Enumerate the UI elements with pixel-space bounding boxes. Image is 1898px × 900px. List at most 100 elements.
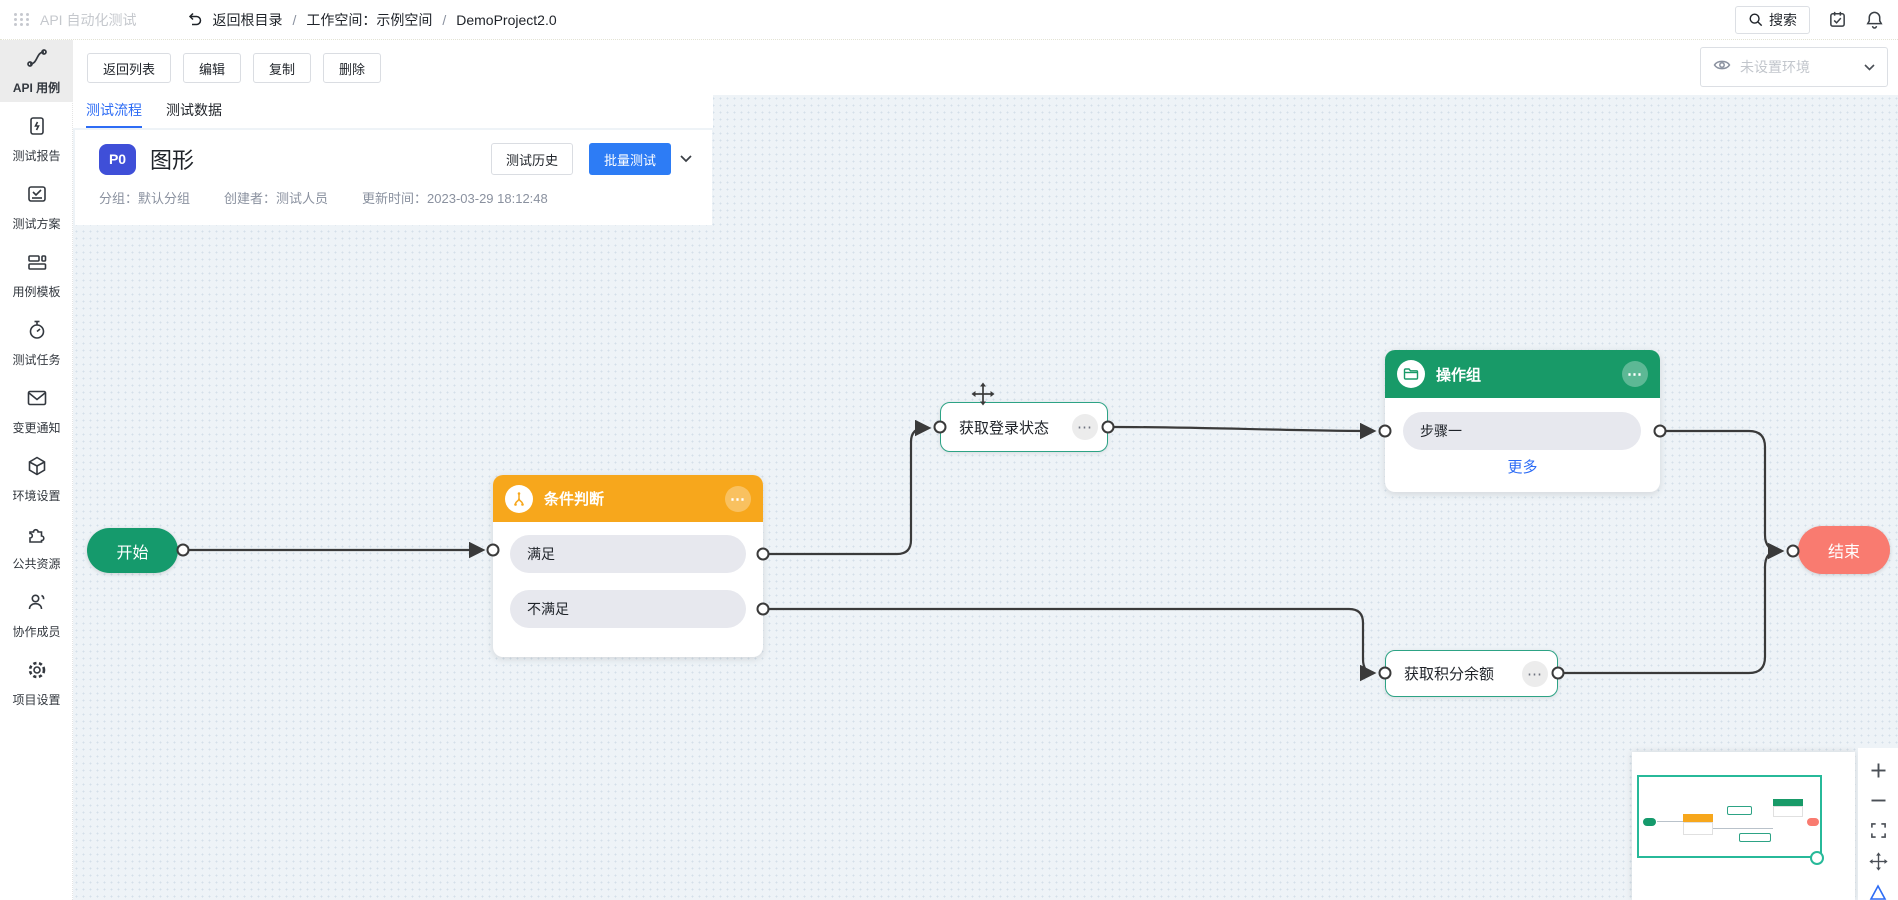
condition-branch-not-satisfied[interactable]: 不满足 — [510, 590, 746, 628]
sidebar-item-label: 环境设置 — [12, 488, 61, 503]
sidebar-item-shared-resources[interactable]: 公共资源 — [0, 516, 73, 578]
sidebar-item-env-settings[interactable]: 环境设置 — [0, 448, 73, 510]
sidebar-item-test-reports[interactable]: 测试报告 — [0, 108, 73, 170]
port-condition-out-satisfied[interactable] — [756, 547, 770, 561]
sidebar-item-api-cases[interactable]: API 用例 — [0, 40, 73, 102]
search-label: 搜索 — [1769, 11, 1797, 28]
group-node-menu-button[interactable]: ⋯ — [1622, 361, 1648, 387]
sidebar-item-label: 变更通知 — [12, 420, 61, 435]
flow-node-end[interactable]: 结束 — [1798, 526, 1890, 574]
zoom-out-button[interactable] — [1870, 792, 1887, 809]
delete-button[interactable]: 删除 — [323, 53, 382, 83]
tab-test-flow[interactable]: 测试流程 — [86, 95, 142, 128]
batch-test-dropdown-icon[interactable] — [680, 155, 692, 163]
condition-branch-satisfied[interactable]: 满足 — [510, 535, 746, 573]
api-node-label: 获取积分余额 — [1404, 666, 1495, 683]
env-cube-icon — [26, 455, 48, 482]
eye-icon — [1713, 58, 1731, 77]
port-login-out[interactable] — [1101, 420, 1115, 434]
gear-icon — [26, 659, 48, 686]
port-group-out[interactable] — [1653, 424, 1667, 438]
minimap[interactable] — [1632, 752, 1855, 900]
sidebar-item-label: 项目设置 — [12, 692, 61, 707]
pan-mode-button[interactable] — [1868, 852, 1888, 871]
group-more-link[interactable]: 更多 — [1507, 459, 1538, 476]
port-end-in[interactable] — [1786, 544, 1800, 558]
group-node-title: 操作组 — [1436, 366, 1482, 384]
breadcrumb-root-link[interactable]: 返回根目录 — [212, 11, 283, 28]
minimap-edge — [1657, 821, 1683, 822]
sidebar-item-label: 协作成员 — [12, 624, 61, 639]
sidebar-item-test-plans[interactable]: 测试方案 — [0, 176, 73, 238]
sidebar: API 用例 测试报告 测试方案 用例模板 测试任务 变更通知 环境设置 — [0, 40, 73, 900]
minimap-group-node — [1773, 799, 1803, 806]
move-cursor-icon — [971, 382, 995, 411]
tabs: 测试流程 测试数据 — [73, 95, 713, 128]
minimap-viewport[interactable] — [1637, 775, 1822, 858]
mail-icon — [26, 387, 48, 414]
bell-icon[interactable] — [1865, 10, 1884, 29]
minimap-points-node — [1739, 833, 1771, 842]
sidebar-item-label: 用例模板 — [12, 284, 61, 299]
flow-node-start[interactable]: 开始 — [87, 528, 178, 573]
flow-node-get-login-status[interactable]: 获取登录状态 ⋯ — [940, 402, 1108, 452]
folder-icon — [1397, 360, 1425, 388]
port-condition-in[interactable] — [486, 543, 500, 557]
flow-edges — [189, 419, 1785, 682]
search-button[interactable]: 搜索 — [1735, 5, 1810, 34]
plan-icon — [26, 183, 48, 210]
minimap-end-node — [1807, 818, 1819, 826]
batch-test-button[interactable]: 批量测试 — [588, 143, 671, 175]
breadcrumb-workspace[interactable]: 工作空间：示例空间 — [306, 11, 433, 28]
step-label: 步骤一 — [1420, 423, 1462, 439]
app-launcher-icon[interactable] — [14, 13, 30, 26]
minimap-condition-node — [1683, 814, 1713, 822]
case-updated-time: 更新时间：2023-03-29 18:12:48 — [362, 191, 548, 206]
condition-node-menu-button[interactable]: ⋯ — [725, 485, 751, 512]
copy-button[interactable]: 复制 — [253, 53, 312, 83]
case-info-card: P0 图形 测试历史 批量测试 分组：默认分组 创建者：测试人员 更新时间：20… — [75, 130, 712, 225]
environment-selector[interactable]: 未设置环境 — [1700, 47, 1888, 87]
test-history-button[interactable]: 测试历史 — [490, 143, 573, 175]
sidebar-item-test-tasks[interactable]: 测试任务 — [0, 312, 73, 374]
port-condition-out-not-satisfied[interactable] — [756, 602, 770, 616]
minimap-start-node — [1643, 818, 1656, 826]
edit-button[interactable]: 编辑 — [183, 53, 242, 83]
back-to-list-button[interactable]: 返回列表 — [87, 53, 172, 83]
chevron-down-icon — [1864, 58, 1875, 76]
group-step-1[interactable]: 步骤一 — [1403, 412, 1641, 450]
sidebar-item-case-templates[interactable]: 用例模板 — [0, 244, 73, 306]
auto-layout-button[interactable] — [1869, 884, 1887, 900]
task-calendar-icon[interactable] — [1828, 10, 1847, 29]
toolbar: 返回列表 编辑 复制 删除 未设置环境 — [73, 40, 1898, 95]
start-node-label: 开始 — [116, 544, 149, 562]
end-node-label: 结束 — [1827, 544, 1860, 561]
port-start-out[interactable] — [176, 543, 190, 557]
flow-node-action-group[interactable]: 操作组 ⋯ 步骤一 更多 — [1385, 350, 1660, 492]
tab-test-data[interactable]: 测试数据 — [166, 102, 222, 118]
puzzle-icon — [26, 523, 48, 550]
minimap-login-node — [1727, 806, 1752, 815]
timer-icon — [26, 319, 48, 346]
flow-node-condition[interactable]: 条件判断 ⋯ 满足 不满足 — [493, 475, 763, 657]
minimap-resize-handle[interactable] — [1810, 851, 1824, 865]
zoom-in-button[interactable] — [1870, 762, 1887, 779]
flow-node-get-points-balance[interactable]: 获取积分余额 ⋯ — [1385, 650, 1558, 697]
breadcrumb-project[interactable]: DemoProject2.0 — [456, 11, 557, 28]
fit-screen-button[interactable] — [1870, 822, 1887, 839]
port-points-in[interactable] — [1378, 666, 1392, 680]
login-node-menu-button[interactable]: ⋯ — [1072, 414, 1098, 440]
sidebar-item-change-notice[interactable]: 变更通知 — [0, 380, 73, 442]
flow-canvas[interactable]: 测试流程 测试数据 P0 图形 测试历史 批量测试 分组：默认分组 创建者：测试… — [73, 95, 1898, 900]
port-group-in[interactable] — [1378, 424, 1392, 438]
undo-icon — [186, 12, 202, 28]
port-points-out[interactable] — [1551, 666, 1565, 680]
port-login-in[interactable] — [933, 420, 947, 434]
topbar-right: 搜索 — [1735, 5, 1898, 34]
case-title: 图形 — [150, 148, 195, 173]
topbar-left: API 自动化测试 返回根目录 / 工作空间：示例空间 / DemoProjec… — [0, 10, 557, 30]
sidebar-item-members[interactable]: 协作成员 — [0, 584, 73, 646]
sidebar-item-label: 测试方案 — [12, 216, 61, 231]
sidebar-item-project-settings[interactable]: 项目设置 — [0, 652, 73, 714]
points-node-menu-button[interactable]: ⋯ — [1522, 660, 1548, 687]
